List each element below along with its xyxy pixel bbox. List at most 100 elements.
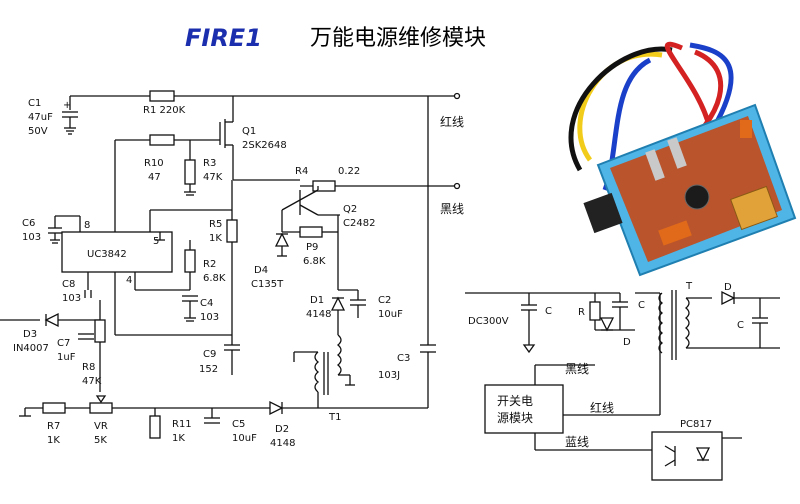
vr-label: VR [94,421,108,432]
diode-d4: D4 C135T [251,210,290,290]
c4-label: C4 [200,298,213,309]
c3-value: 103J [378,370,400,381]
capacitor-c8: C8 103 [62,272,92,304]
r1-label: R1 220K [143,105,186,116]
ic-pin-8: 8 [84,220,90,231]
r10-value: 47 [148,172,161,183]
d2-label: D2 [275,424,289,435]
page-title: 万能电源维修模块 [310,26,486,51]
r4-value: 0.22 [338,166,360,177]
transformer-t1: T1 [293,334,355,423]
bd-module-line1: 开关电 [497,394,533,408]
resistor-r7: R7 1K [42,402,66,446]
dc300v-label: DC300V [468,316,509,327]
d3-model: IN4007 [13,343,49,354]
c4-value: 103 [200,312,219,323]
c2-label: C2 [378,295,391,306]
resistor-r1: R1 220K [143,90,186,116]
r4-label: R4 [295,166,308,177]
r2-value: 6.8K [203,273,226,284]
svg-text:+: + [63,100,71,111]
p9-value: 6.8K [303,256,326,267]
bd-c-mid: C [638,300,645,311]
d2-model: 4148 [270,438,295,449]
c1-value: 47uF [28,112,53,123]
bd-c-left: C [545,306,552,317]
capacitor-c6: C6 103 [22,215,81,244]
q1-model: 2SK2648 [242,140,287,151]
module-photo [568,41,797,277]
capacitor-c4: C4 103 [182,295,219,323]
c9-value: 152 [199,364,218,375]
resistor-r4: R4 0.22 [295,166,461,192]
switching-module-box [484,384,564,434]
c9-label: C9 [203,349,216,360]
c6-label: C6 [22,218,35,229]
r11-label: R11 [172,419,192,430]
d3-label: D3 [23,329,37,340]
p9-label: P9 [306,242,318,253]
r3-value: 47K [203,172,223,183]
bd-black-wire: 黑线 [565,362,589,376]
r7-value: 1K [47,435,60,446]
bd-module-line2: 源模块 [497,411,533,425]
r10-label: R10 [144,158,164,169]
bd-r: R [578,307,585,318]
resistor-r3: R3 47K [184,140,223,196]
capacitor-c5: C5 10uF [204,408,257,444]
bd-blue-wire: 蓝线 [565,435,589,449]
c6-value: 103 [22,232,41,243]
ic-uc3842: UC3842 8 5 4 [61,140,232,336]
q1-label: Q1 [242,126,256,137]
rail-c3: C3 103J [378,96,436,408]
capacitor-c1: + C1 47uF 50V [28,98,78,137]
diode-d3: D3 IN4007 [0,312,100,354]
resistor-r8: R8 47K [82,300,106,392]
top-rail [69,92,461,110]
ic-pin-4: 4 [126,275,132,286]
ic-pin-5: 5 [153,236,159,247]
capacitor-c7: C7 1uF [57,333,94,363]
t1-label: T1 [328,412,341,423]
vr-value: 5K [94,435,107,446]
mosfet-q1: Q1 2SK2648 [200,96,300,181]
c2-value: 10uF [378,309,403,320]
bd-c-out: C [737,320,744,331]
diode-d1: D1 4148 [306,215,346,335]
resistor-r5: R5 1K [209,180,238,345]
bd-t: T [685,281,693,292]
d4-label: D4 [254,265,268,276]
r7-label: R7 [47,421,60,432]
bd-pc817: PC817 [680,419,712,430]
c5-label: C5 [232,419,245,430]
c7-value: 1uF [57,352,76,363]
q2-model: C2482 [343,218,375,229]
red-wire-label: 红线 [440,114,464,129]
r8-label: R8 [82,362,95,373]
c5-value: 10uF [232,433,257,444]
resistor-r2: R2 6.8K [184,240,226,290]
black-wire-label: 黑线 [440,202,464,216]
bd-d-out: D [724,282,732,293]
q2-label: Q2 [343,204,357,215]
c3-label: C3 [397,353,410,364]
resistor-r11: R11 1K [149,408,192,444]
resistor-r10: R10 47 [115,134,200,183]
resistor-p9: P9 6.8K [282,226,338,267]
ic-label: UC3842 [87,249,127,260]
r8-value: 47K [82,376,102,387]
terminal-red-top [453,92,461,100]
c8-label: C8 [62,279,75,290]
block-diagram: DC300V C R C D T D [465,281,780,481]
potentiometer-vr: VR 5K [89,395,113,446]
brand-logo-text: FIRE1 [185,24,262,52]
r11-value: 1K [172,433,185,444]
d1-model: 4148 [306,309,331,320]
c8-value: 103 [62,293,81,304]
transistor-q2: Q2 C2482 [281,186,375,229]
bd-red-wire: 红线 [590,400,614,415]
d1-label: D1 [310,295,324,306]
diode-d2: D2 4148 [269,400,295,449]
